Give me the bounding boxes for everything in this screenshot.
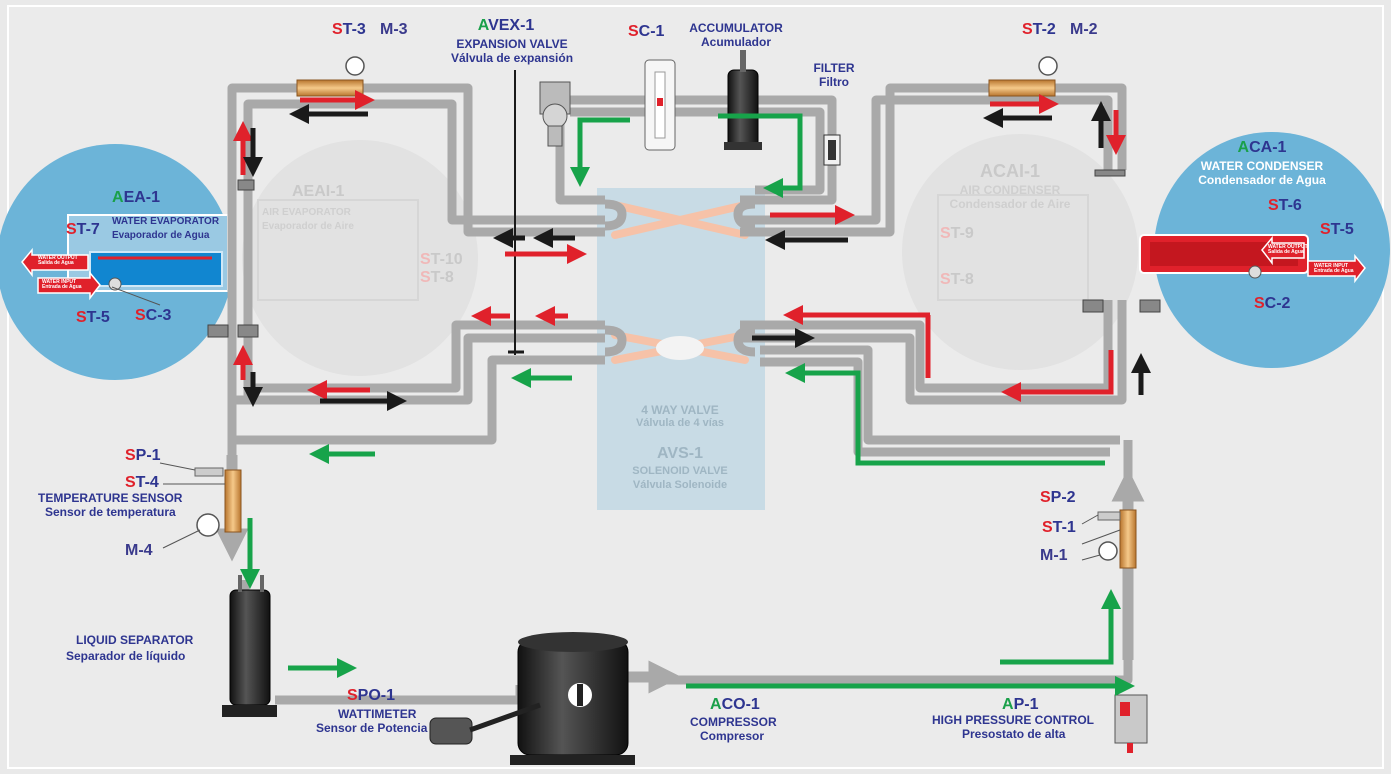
flow-sensor-sc2	[1248, 265, 1262, 279]
sensor-tube-st3	[296, 79, 364, 97]
label-st6: ST-6	[1268, 197, 1302, 214]
label-st5-left: ST-5	[76, 309, 110, 326]
label-ap1-es: Presostato de alta	[962, 727, 1066, 741]
label-sc3: SC-3	[135, 307, 172, 324]
label-aea1: AEA-1	[112, 189, 161, 206]
label-st8-left: ST-8	[420, 269, 454, 286]
label-acai1-en: AIR CONDENSER	[959, 183, 1061, 197]
label-aea1-en: WATER EVAPORATOR	[112, 216, 220, 227]
label-spo1-en: WATTIMETER	[338, 707, 417, 721]
label-temp-sensor-es: Sensor de temperatura	[45, 505, 176, 519]
label-st8-right: ST-8	[940, 271, 974, 288]
high-pressure-switch	[1114, 694, 1148, 753]
label-aeai1: AEAI-1	[292, 183, 345, 200]
manometer-m1	[1098, 541, 1118, 561]
label-st10: ST-10	[420, 251, 463, 268]
label-avs1: AVS-1	[657, 445, 703, 462]
label-temp-sensor-en: TEMPERATURE SENSOR	[38, 491, 183, 505]
manometer-m3	[345, 56, 365, 76]
label-aco1: ACO-1	[710, 696, 760, 713]
label-aea1-es: Evaporador de Agua	[112, 230, 210, 241]
water-arrows-right	[1261, 235, 1366, 284]
label-st7: ST-7	[66, 221, 100, 238]
sensor-tube-st1	[1119, 509, 1137, 569]
label-accumulator-en: ACCUMULATOR	[689, 21, 783, 35]
label-aco1-es: Compresor	[700, 729, 765, 743]
sensor-tube-st4	[224, 469, 242, 533]
label-st5-right: ST-5	[1320, 221, 1354, 238]
label-filter-es: Filtro	[819, 75, 849, 89]
filter	[823, 134, 841, 166]
label-sc2: SC-2	[1254, 295, 1291, 312]
label-aco1-en: COMPRESSOR	[690, 715, 777, 729]
label-m2: M-2	[1070, 21, 1098, 38]
manometer-m4	[196, 513, 220, 537]
label-m4: M-4	[125, 542, 153, 559]
label-m1: M-1	[1040, 547, 1068, 564]
label-4way-es: Válvula de 4 vías	[635, 417, 725, 429]
label-accumulator-es: Acumulador	[700, 35, 772, 49]
label-sp2: SP-2	[1040, 489, 1076, 506]
label-m3: M-3	[380, 21, 408, 38]
label-aca1-en: WATER CONDENSER	[1200, 159, 1324, 173]
label-liquid-separator-en: LIQUID SEPARATOR	[76, 633, 194, 647]
compressor	[510, 632, 635, 765]
label-aca1-es: Condensador de Agua	[1198, 173, 1326, 187]
label-acai1: ACAI-1	[979, 161, 1041, 181]
label-sc1: SC-1	[628, 23, 665, 40]
label-spo1: SPO-1	[347, 687, 396, 704]
liquid-separator	[222, 575, 277, 717]
label-spo1-es: Sensor de Potencia	[316, 721, 428, 735]
label-avex1-en: EXPANSION VALVE	[456, 37, 568, 51]
label-st2: ST-2	[1022, 21, 1056, 38]
label-filter-en: FILTER	[813, 61, 855, 75]
label-acai1-es: Condensador de Aire	[949, 197, 1071, 211]
label-st3: ST-3	[332, 21, 366, 38]
label-aeai1-es: Evaporador de Aire	[262, 221, 354, 232]
label-avex1-es: Válvula de expansión	[450, 51, 574, 65]
label-aeai1-en: AIR EVAPORATOR	[262, 207, 351, 218]
label-ap1: AP-1	[1002, 696, 1039, 713]
accumulator	[724, 50, 762, 150]
label-st1: ST-1	[1042, 519, 1076, 536]
flow-indicator-sc1	[644, 59, 676, 151]
label-st9: ST-9	[940, 225, 974, 242]
label-avs1-es: Válvula Solenoide	[632, 479, 728, 491]
sensor-tube-st2	[988, 79, 1056, 97]
label-liquid-separator-es: Separador de líquido	[66, 649, 186, 663]
expansion-valve	[508, 70, 571, 355]
air-condenser-circle	[902, 134, 1138, 370]
label-avex1: AVEX-1	[477, 17, 535, 34]
label-aca1: ACA-1	[1237, 139, 1287, 156]
label-sp1: SP-1	[125, 447, 161, 464]
label-4way-en: 4 WAY VALVE	[641, 403, 719, 417]
manometer-m2	[1038, 56, 1058, 76]
label-avs1-en: SOLENOID VALVE	[632, 465, 728, 477]
wattmeter-box	[429, 717, 473, 745]
label-ap1-en: HIGH PRESSURE CONTROL	[932, 713, 1095, 727]
water-arrows-left	[21, 247, 101, 301]
label-st4: ST-4	[125, 474, 159, 491]
